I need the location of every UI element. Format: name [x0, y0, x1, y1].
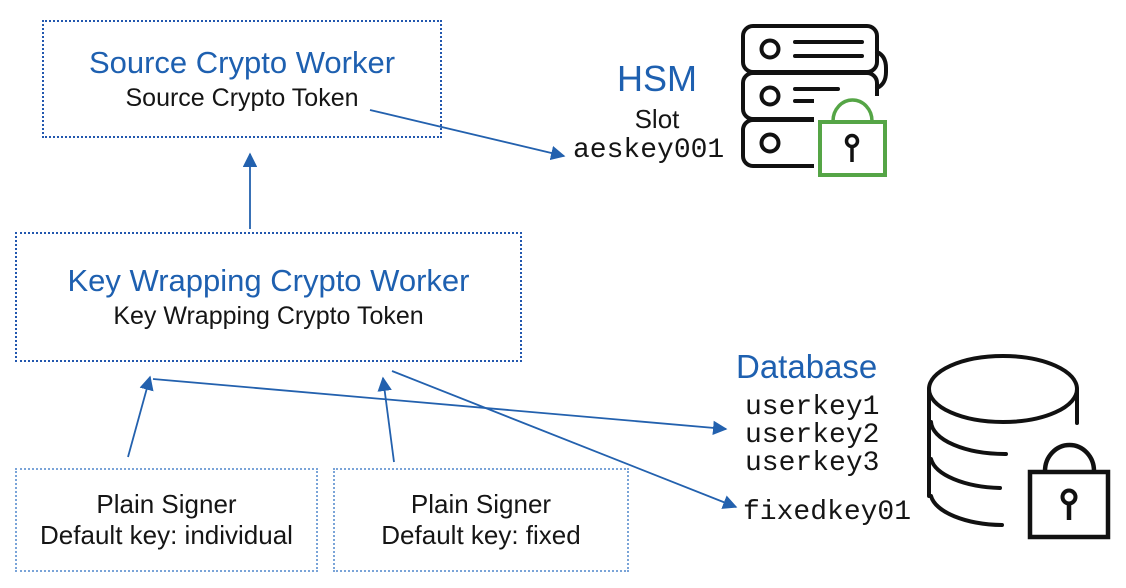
- source-crypto-token-label: Source Crypto Token: [125, 84, 359, 112]
- key-wrapping-crypto-worker-title: Key Wrapping Crypto Worker: [67, 263, 470, 298]
- arrow-plain-individual-to-keywrap: [127, 375, 154, 458]
- arrow-keywrap-to-userkeys: [152, 378, 728, 436]
- server-unit-1: [741, 24, 879, 74]
- database-band-1: [929, 420, 1008, 457]
- padlock-black-keyhole: [1060, 488, 1078, 520]
- database-userkey-3: userkey3: [745, 448, 880, 479]
- database-fixed-key: fixedkey01: [743, 497, 912, 528]
- source-crypto-worker-box: Source Crypto Worker Source Crypto Token: [42, 20, 442, 138]
- database-userkey-2: userkey2: [745, 420, 880, 451]
- plain-signer-individual-box: Plain Signer Default key: individual: [15, 468, 318, 572]
- server-led-1: [759, 38, 781, 60]
- database-band-3: [929, 494, 1004, 527]
- server-back-edge-1: [875, 50, 888, 90]
- server-led-3: [759, 132, 781, 154]
- plain-signer-individual-default-key: Default key: individual: [40, 520, 293, 550]
- plain-signer-fixed-default-key: Default key: fixed: [381, 520, 581, 550]
- padlock-green-keyhole: [844, 133, 860, 162]
- server-unit-2: [741, 71, 879, 121]
- database-title: Database: [736, 348, 878, 385]
- server-unit-3: [741, 118, 879, 168]
- database-icon-group: [927, 354, 1122, 550]
- padlock-green-icon: [818, 98, 887, 177]
- key-wrapping-crypto-worker-box: Key Wrapping Crypto Worker Key Wrapping …: [15, 232, 522, 362]
- key-wrapping-crypto-token-label: Key Wrapping Crypto Token: [113, 302, 424, 330]
- hsm-icon-group: [741, 24, 895, 185]
- arrow-plain-fixed-to-keywrap: [377, 376, 395, 463]
- server-back-edge-2: [875, 97, 888, 137]
- source-crypto-worker-title: Source Crypto Worker: [88, 45, 396, 80]
- server-led-2: [759, 85, 781, 107]
- database-userkey-1: userkey1: [745, 392, 880, 423]
- hsm-title: HSM: [617, 58, 697, 99]
- database-top-ellipse: [927, 354, 1079, 424]
- plain-signer-fixed-title: Plain Signer: [410, 489, 552, 519]
- plain-signer-fixed-box: Plain Signer Default key: fixed: [333, 468, 629, 572]
- padlock-black-icon: [1027, 442, 1111, 540]
- lock-white-margin: [814, 96, 895, 185]
- database-band-2: [929, 457, 1002, 490]
- plain-signer-individual-title: Plain Signer: [96, 489, 237, 519]
- hsm-key-name: aeskey001: [573, 135, 725, 166]
- lock-white-margin: [1022, 432, 1122, 550]
- hsm-slot-label: Slot: [634, 104, 680, 134]
